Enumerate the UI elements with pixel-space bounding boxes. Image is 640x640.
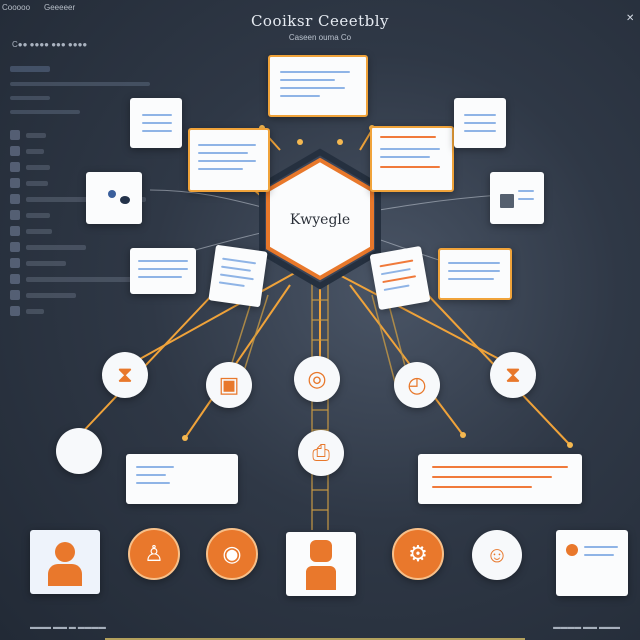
person-icon[interactable]: ♙: [128, 528, 180, 580]
clock-icon[interactable]: ◴: [394, 362, 440, 408]
card-mid-left-2[interactable]: [208, 244, 268, 308]
footer-left: ▬▬▬ ▬▬ ▬ ▬▬▬▬: [30, 624, 106, 631]
card-mid-left[interactable]: [130, 248, 196, 294]
page-subtitle: Caseen ouma Co: [288, 33, 352, 42]
card-lower-left[interactable]: [126, 454, 238, 504]
footer: ▬▬▬ ▬▬ ▬ ▬▬▬▬ ▬▬▬▬ ▬▬ ▬▬▬: [20, 624, 620, 634]
card-left-1[interactable]: [188, 128, 270, 192]
breadcrumb[interactable]: C●● ●●●● ●●● ●●●●: [12, 40, 88, 49]
sidebar-item[interactable]: [10, 274, 160, 284]
hourglass-icon-right[interactable]: ⧗: [490, 352, 536, 398]
top-bar: Cooooo Geeeeer: [0, 0, 640, 18]
menu-icon[interactable]: ✕: [626, 13, 635, 24]
sidebar-item[interactable]: [10, 258, 160, 268]
card-top[interactable]: [268, 55, 368, 117]
sidebar-item[interactable]: [10, 306, 160, 316]
sidebar-title: [10, 66, 50, 72]
card-upper-left[interactable]: [130, 98, 182, 148]
briefcase-icon[interactable]: ▣: [206, 362, 252, 408]
central-hub[interactable]: Kwyegle: [259, 148, 381, 290]
card-upper-right[interactable]: [454, 98, 506, 148]
sidebar-item[interactable]: [10, 178, 160, 188]
document-icon[interactable]: ⎙: [298, 430, 344, 476]
sidebar-item[interactable]: [10, 210, 160, 220]
sidebar-subtitle: [10, 82, 150, 86]
hourglass-icon[interactable]: ⧗: [102, 352, 148, 398]
page-title: Cooiksr Ceeetbly: [250, 12, 390, 30]
lightbulb-icon[interactable]: ◉: [206, 528, 258, 580]
card-right-2[interactable]: [490, 172, 544, 224]
gear-head-icon[interactable]: ⚙: [392, 528, 444, 580]
person-card-icon[interactable]: [30, 530, 100, 594]
tree-icon[interactable]: [556, 530, 628, 596]
hub-label: Kwyegle: [290, 212, 350, 228]
footer-accent-line: [105, 638, 525, 640]
card-lower-right[interactable]: [418, 454, 582, 504]
sidebar-item[interactable]: [10, 242, 160, 252]
robot-badge-icon[interactable]: ☺: [472, 530, 522, 580]
footer-right: ▬▬▬▬ ▬▬ ▬▬▬: [553, 624, 620, 631]
sidebar-item[interactable]: [10, 162, 160, 172]
sidebar-item[interactable]: [10, 130, 160, 140]
ladder-connectors: [224, 280, 411, 530]
sidebar-item[interactable]: [10, 290, 160, 300]
tab-1[interactable]: Cooooo: [2, 3, 31, 12]
sidebar-section: [10, 96, 50, 100]
robot-icon[interactable]: [286, 532, 356, 596]
tab-2[interactable]: Geeeeer: [44, 3, 76, 12]
header: Cooiksr Ceeetbly Caseen ouma Co: [0, 12, 640, 42]
sidebar-item[interactable]: [10, 146, 160, 156]
target-icon[interactable]: ◎: [294, 356, 340, 402]
sidebar-section-2: [10, 110, 80, 114]
sidebar-item[interactable]: [10, 226, 160, 236]
card-left-2[interactable]: [86, 172, 142, 224]
empty-node-left[interactable]: [56, 428, 102, 474]
card-mid-right[interactable]: [438, 248, 512, 300]
card-mid-right-2[interactable]: [369, 245, 431, 311]
card-right-1[interactable]: [370, 126, 454, 192]
